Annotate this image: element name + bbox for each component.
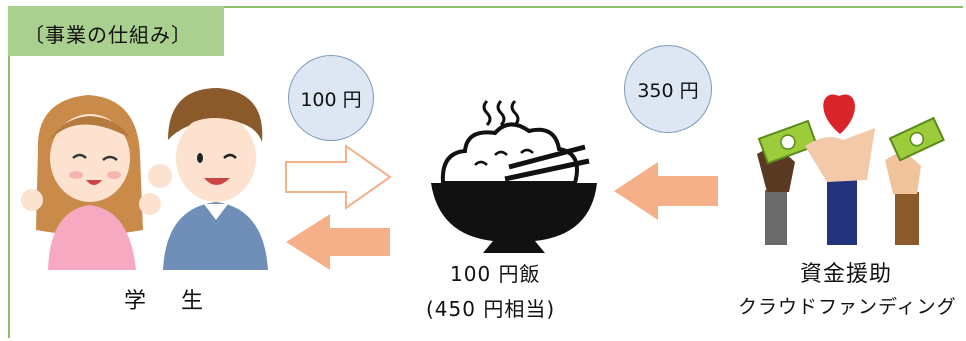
meal-sublabel: (450 円相当)	[426, 297, 556, 321]
rice-bowl-icon	[431, 99, 597, 253]
girl-figure	[21, 95, 161, 270]
payment-bubble-350: 350 円	[624, 45, 712, 133]
payment-bubble-100: 100 円	[288, 55, 374, 141]
boy-figure	[148, 88, 268, 270]
students-illustration	[21, 88, 268, 270]
crowdfunding-hands-illustration	[757, 94, 945, 245]
arrow-left-filled-bottom	[286, 214, 390, 270]
students-label: 学 生	[124, 289, 217, 314]
meal-label: 100 円飯	[450, 262, 541, 286]
diagram-frame	[8, 6, 963, 338]
funding-label: 資金援助	[800, 262, 893, 287]
diagram-title: 〔事業の仕組み〕	[24, 23, 192, 47]
heart-icon	[823, 94, 855, 134]
funding-sublabel: クラウドファンディング	[738, 296, 957, 318]
arrow-left-filled-top	[614, 162, 718, 220]
arrow-right-outline	[285, 144, 392, 210]
title-tab: 〔事業の仕組み〕	[8, 6, 224, 56]
